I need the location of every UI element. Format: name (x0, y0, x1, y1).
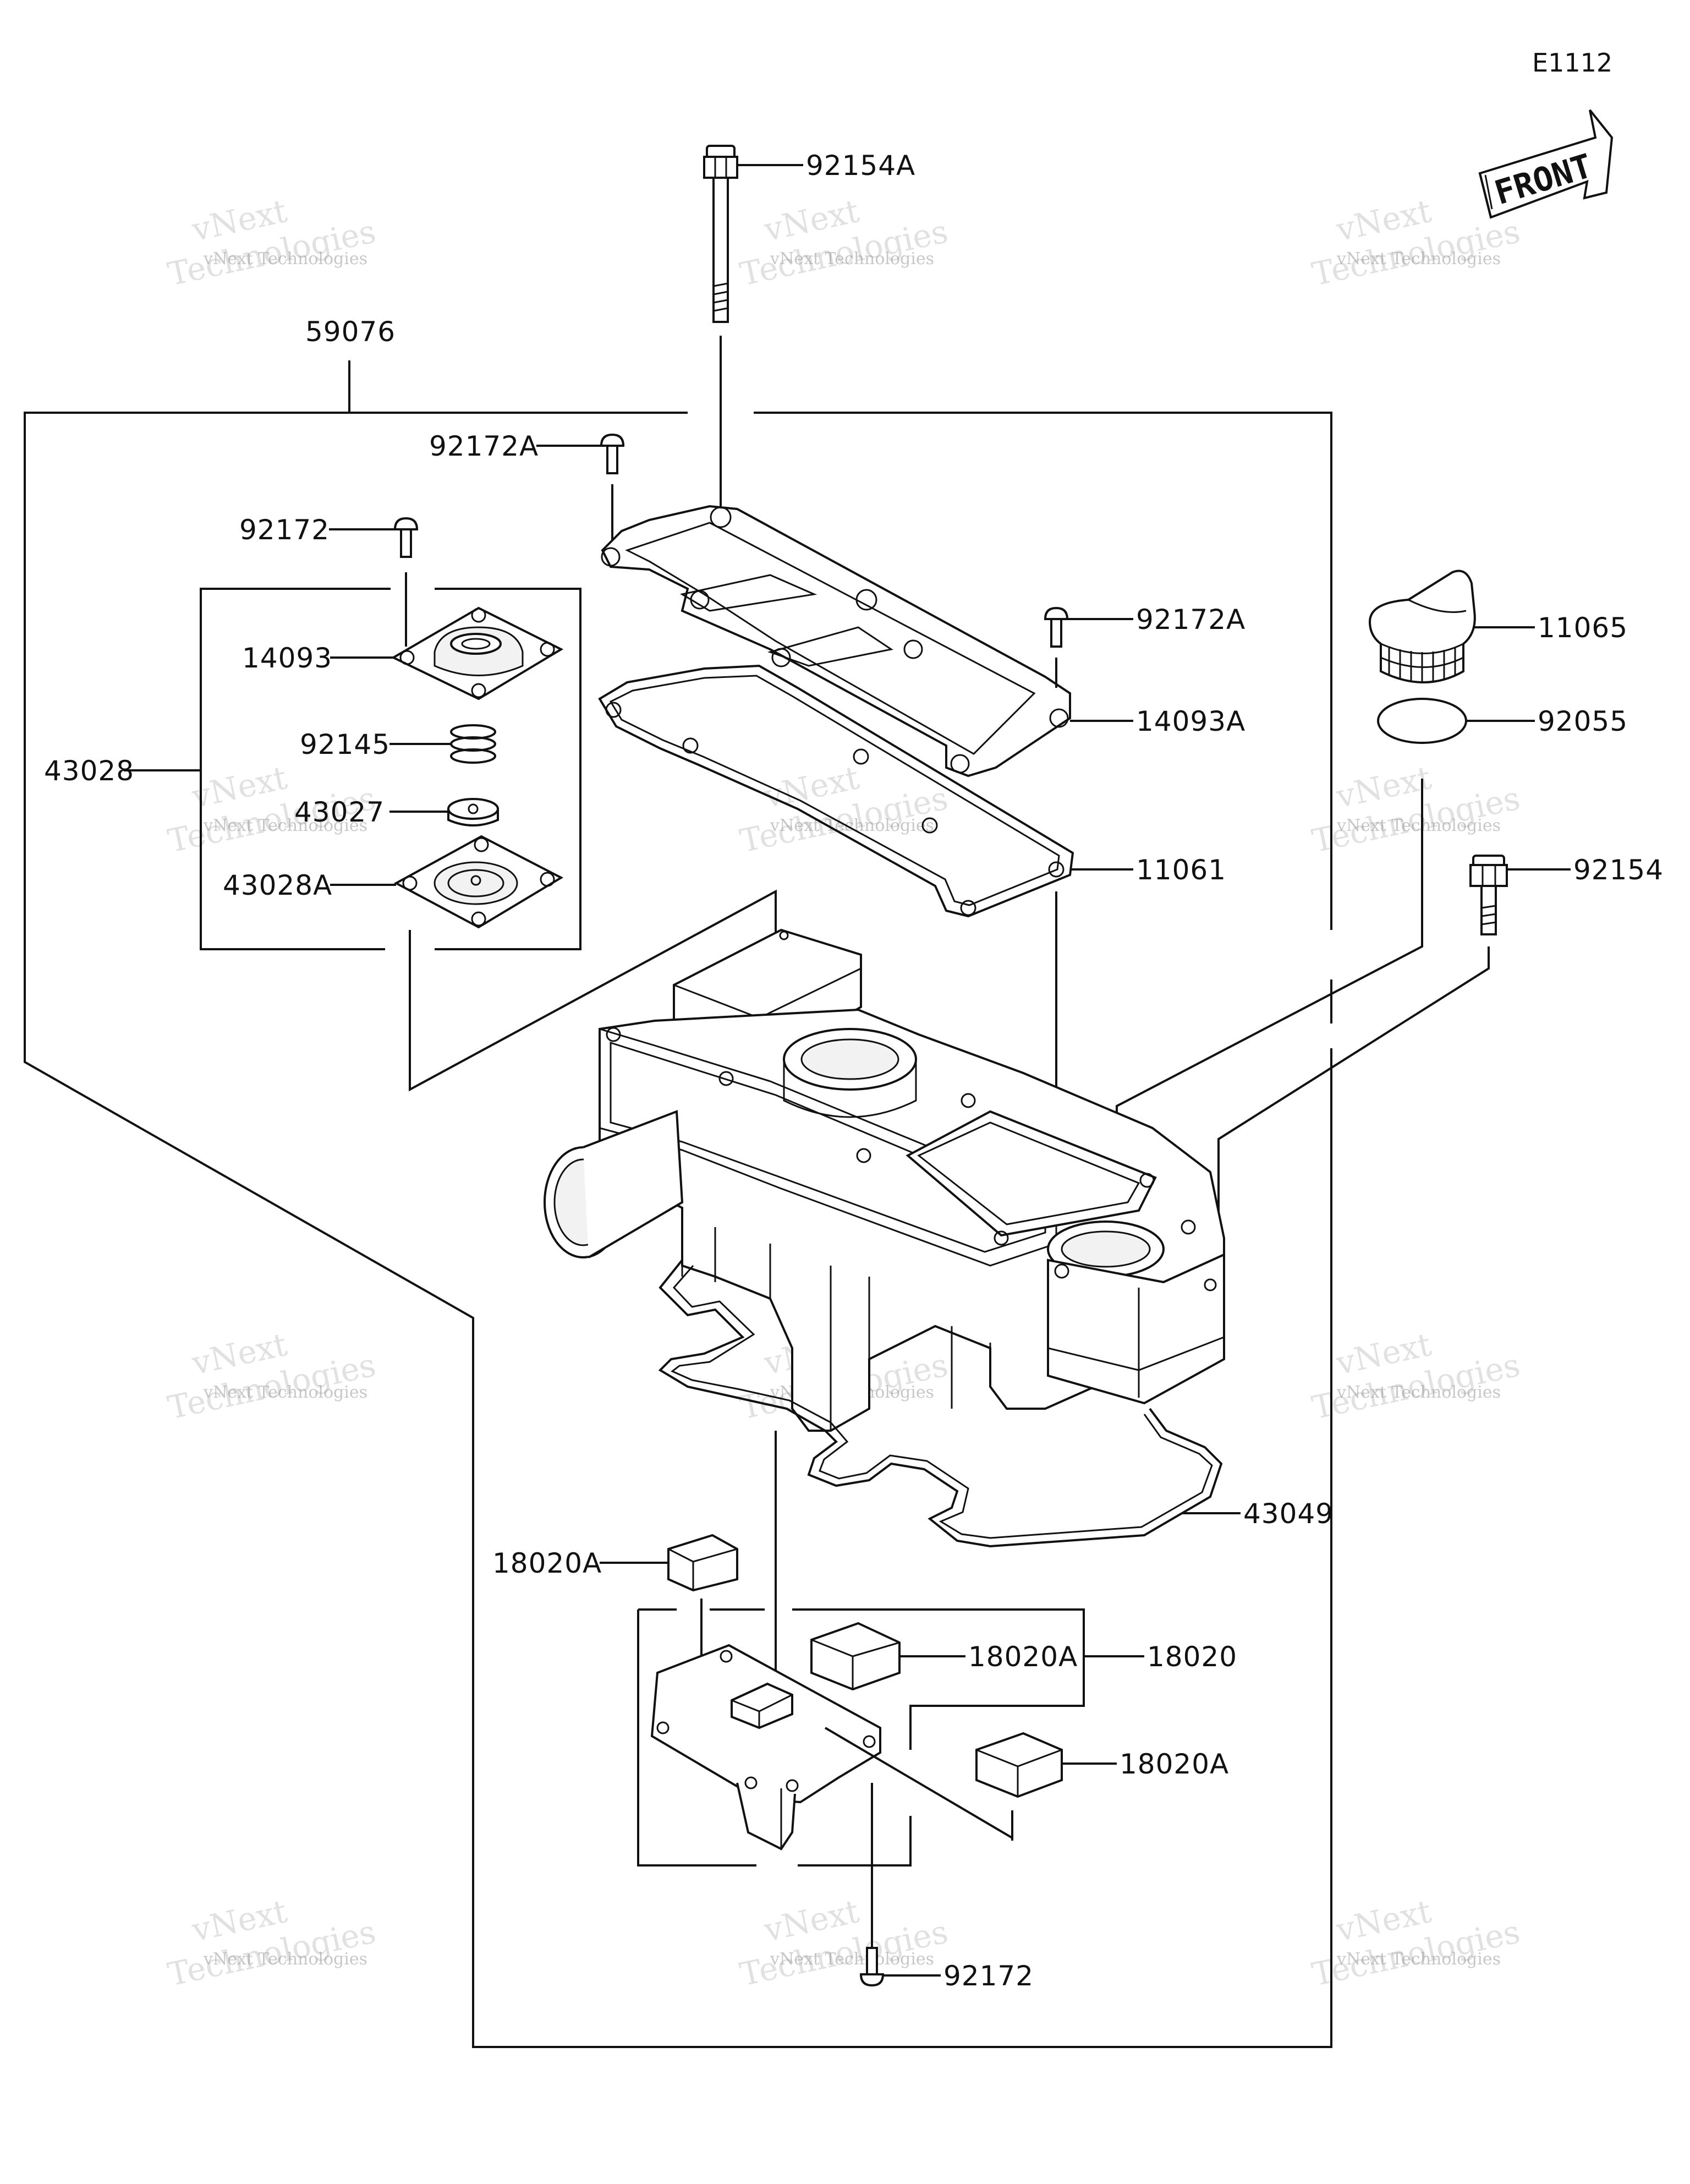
watermark-small: vNext Technologies (203, 249, 367, 269)
watermark-r1c1: vNext Technologies (164, 192, 379, 293)
watermark-small: vNext Technologies (203, 816, 367, 835)
label-18020A-low: 18020A (1120, 1748, 1229, 1780)
block-18020A-mid (810, 1622, 965, 1691)
screw-92172-bottom (859, 1947, 941, 1987)
label-59076: 59076 (305, 316, 396, 348)
diaphragm-plate-43028A (330, 835, 564, 929)
bottom-plate (650, 1644, 1013, 1953)
gasket-11061 (598, 664, 1074, 918)
label-92145: 92145 (300, 729, 390, 760)
screw-92172A-right (1044, 606, 1133, 688)
label-11065: 11065 (1538, 612, 1628, 644)
spring-92145 (389, 724, 496, 764)
subassembly-bracket-43028 (124, 588, 581, 950)
watermark-r1c2: vNext Technologies (737, 192, 951, 293)
cap-43027 (389, 798, 499, 826)
label-14093A: 14093A (1136, 705, 1245, 737)
watermark-small: vNext Technologies (1336, 1383, 1501, 1402)
block-18020A-left (600, 1534, 738, 1656)
label-43028: 43028 (44, 755, 134, 787)
watermark-r4c1: vNext Technologies (164, 1892, 379, 1994)
label-43027: 43027 (294, 796, 385, 828)
label-18020A-left: 18020A (492, 1547, 602, 1579)
label-92172-bottom: 92172 (943, 1960, 1034, 1992)
watermark-small: vNext Technologies (770, 816, 934, 835)
main-housing (544, 928, 1225, 1700)
screw-92172A-top (536, 433, 625, 556)
subassembly-bracket-18020 (637, 1608, 1144, 1866)
diagram-code: E1112 (1532, 48, 1612, 78)
label-92055: 92055 (1538, 705, 1628, 737)
long-bolt-92154A (703, 145, 803, 506)
label-92154A: 92154A (806, 150, 915, 182)
assembly-bracket-59076 (24, 360, 1332, 2048)
diaphragm-cover-14093 (330, 606, 564, 700)
screw-92172-top (329, 517, 419, 647)
watermark-small: vNext Technologies (770, 1950, 934, 1969)
label-92154: 92154 (1573, 854, 1664, 886)
label-14093: 14093 (242, 642, 332, 674)
label-18020A-mid: 18020A (968, 1641, 1078, 1673)
watermark-r3c3: vNext Technologies (1309, 1326, 1523, 1427)
bolt-92154 (1217, 855, 1571, 1263)
label-11061: 11061 (1136, 854, 1226, 886)
watermark-small: vNext Technologies (1336, 1950, 1501, 1969)
watermark-small: vNext Technologies (203, 1950, 367, 1969)
watermark-r3c1: vNext Technologies (164, 1326, 379, 1427)
watermark-small: vNext Technologies (1336, 249, 1501, 269)
label-18020: 18020 (1147, 1641, 1237, 1673)
label-92172A-top: 92172A (429, 430, 539, 462)
cover-plate-14093A (601, 505, 1071, 778)
watermark-r4c3: vNext Technologies (1309, 1892, 1523, 1994)
watermark-small: vNext Technologies (1336, 816, 1501, 835)
front-arrow-icon: FRONT (1478, 109, 1614, 219)
gasket-43049 (658, 1259, 1241, 1548)
label-43028A: 43028A (223, 869, 332, 901)
label-43049: 43049 (1243, 1498, 1334, 1530)
oil-filler-cap-11065 (1368, 570, 1535, 683)
watermark-small: vNext Technologies (770, 249, 934, 269)
watermark-r2c3: vNext Technologies (1309, 759, 1523, 860)
block-18020A-low (975, 1732, 1117, 1798)
watermark-small: vNext Technologies (203, 1383, 367, 1402)
label-92172-top: 92172 (239, 514, 330, 546)
label-92172A-right: 92172A (1136, 604, 1245, 636)
